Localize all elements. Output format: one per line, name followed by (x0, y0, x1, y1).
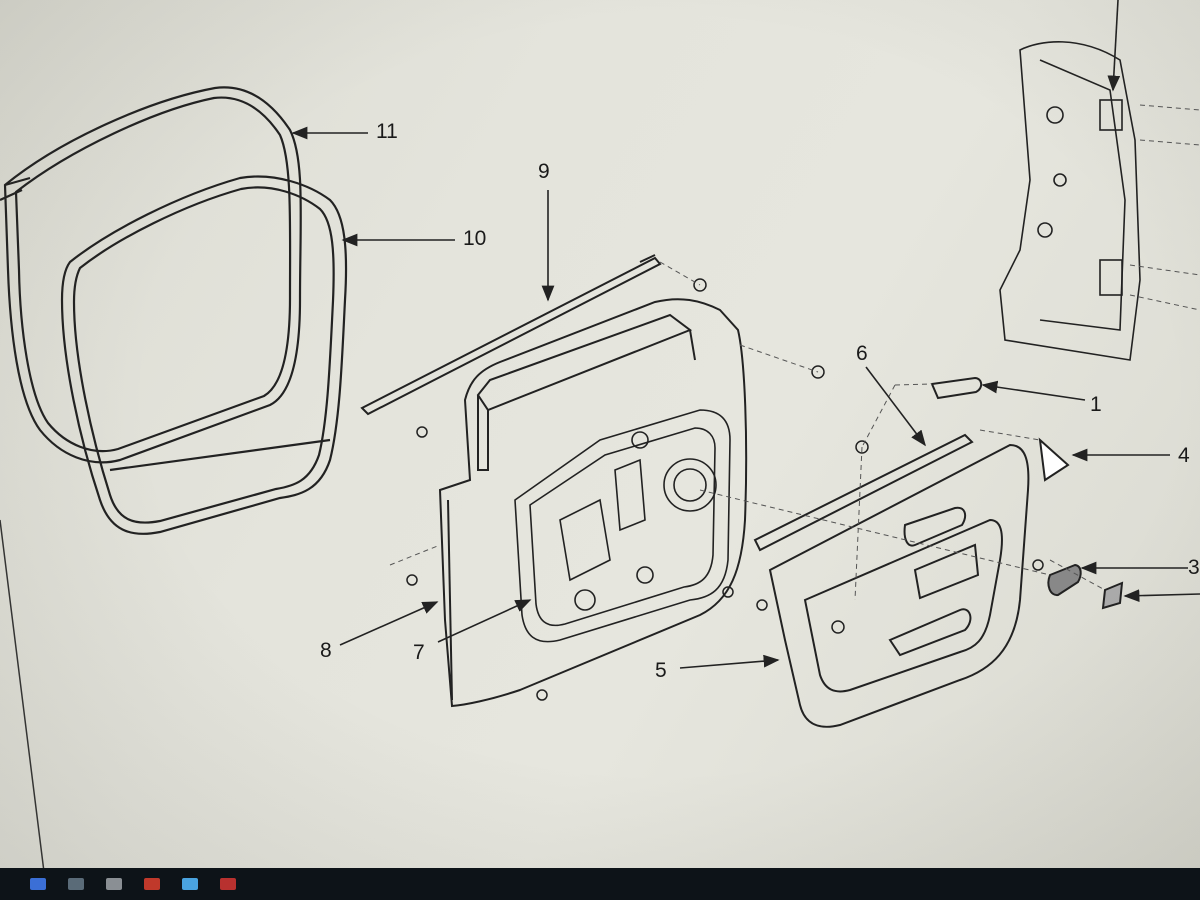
part-6-inner-belt-strip (753, 433, 974, 552)
part-8-door-shell (438, 298, 748, 708)
search-icon[interactable] (68, 878, 84, 890)
part-11-weatherstrip-outer (0, 86, 302, 464)
callout-8: 8 (320, 639, 332, 662)
leader-arrows (291, 0, 1200, 669)
windows-icon[interactable] (30, 878, 46, 890)
part-5-trim-panel (768, 443, 1030, 728)
part-9-belt-molding (360, 254, 662, 416)
callout-10: 10 (463, 227, 487, 250)
alignment-lines (389, 104, 1200, 601)
part-4-corner-cover (1038, 437, 1070, 482)
callout-11: 11 (376, 120, 398, 143)
callout-9: 9 (538, 160, 550, 183)
callout-5: 5 (655, 659, 667, 682)
store-icon[interactable] (106, 878, 122, 890)
fasteners (406, 278, 1044, 701)
part-3-switch-bezel (1047, 563, 1082, 597)
explorer-icon[interactable] (182, 878, 198, 890)
callout-6: 6 (856, 342, 868, 365)
screen: 11 10 9 6 1 4 3 5 7 8 (0, 0, 1200, 880)
part-2-small-cover (1101, 581, 1124, 610)
part-10-weatherstrip-inner (60, 175, 348, 535)
app-icon[interactable] (144, 878, 160, 890)
parts-diagram (0, 0, 1200, 880)
callout-3: 3 (1188, 556, 1200, 579)
callout-7: 7 (413, 641, 425, 664)
door-frame-body (999, 41, 1141, 361)
part-1-trim-cover (930, 376, 983, 400)
callout-4: 4 (1178, 444, 1190, 467)
part-7-window-regulator (514, 409, 731, 643)
pdf-icon[interactable] (220, 878, 236, 890)
taskbar (0, 868, 1200, 900)
callout-1: 1 (1090, 393, 1102, 416)
